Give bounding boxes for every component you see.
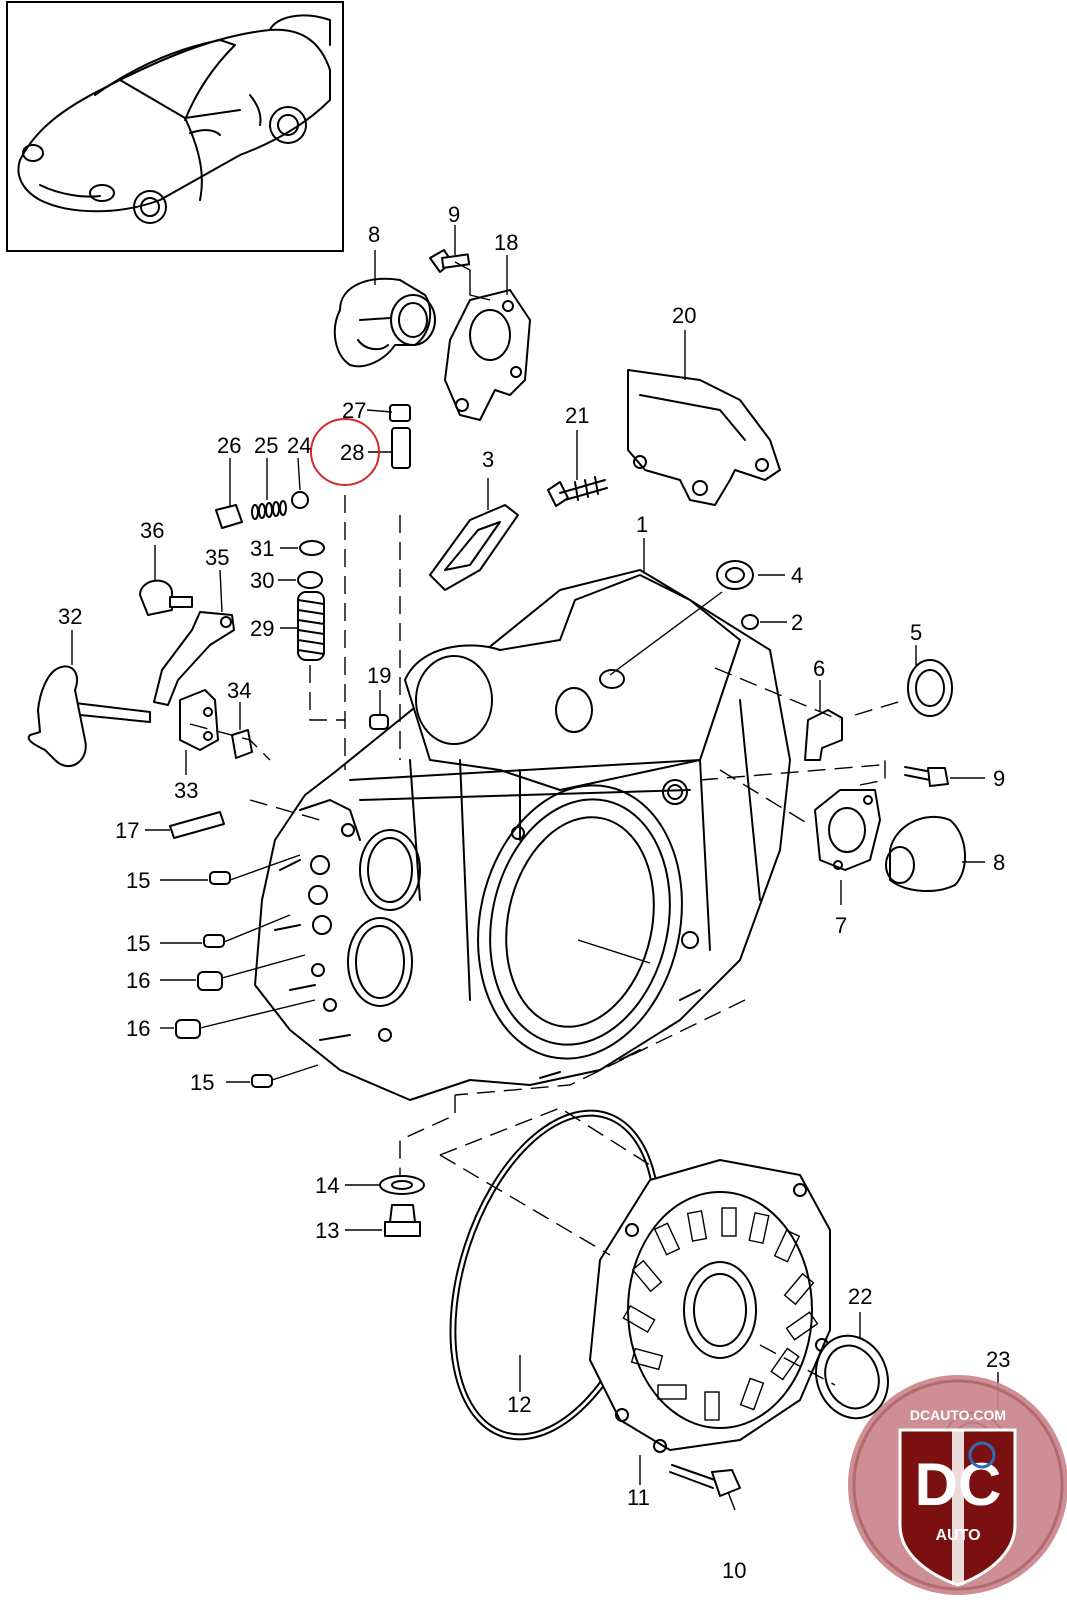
watermark-site: DCAUTO.COM xyxy=(910,1407,1006,1423)
part-label-6: 6 xyxy=(813,656,825,681)
part-label-8: 8 xyxy=(368,222,380,247)
flange-7 xyxy=(814,789,881,871)
bolt-21 xyxy=(547,476,608,507)
part-label-31: 31 xyxy=(250,536,274,561)
gasket-3 xyxy=(429,504,519,591)
washer-30 xyxy=(297,571,323,589)
washer-14 xyxy=(379,1175,425,1195)
part-label-16b: 16 xyxy=(126,1016,150,1041)
part-label-1: 1 xyxy=(636,512,648,537)
bolt-9-right xyxy=(904,766,949,787)
part-label-36: 36 xyxy=(140,518,164,543)
bracket-18 xyxy=(444,289,531,421)
watermark-monogram: DC xyxy=(915,1451,1002,1518)
part-label-35: 35 xyxy=(205,545,229,570)
part-label-20: 20 xyxy=(672,303,696,328)
part-label-30: 30 xyxy=(250,568,274,593)
heat-shield-20 xyxy=(627,369,781,506)
assembly-lines xyxy=(189,495,906,1386)
pin-28 xyxy=(391,427,411,469)
ball-24 xyxy=(291,491,309,509)
part-label-10: 10 xyxy=(722,1558,746,1583)
part-label-19: 19 xyxy=(367,663,391,688)
part-label-34: 34 xyxy=(227,678,251,703)
bellow-8-right xyxy=(885,815,967,892)
part-label-24: 24 xyxy=(287,433,311,458)
part-label-2: 2 xyxy=(791,610,803,635)
part-label-21: 21 xyxy=(565,403,589,428)
part-label-13: 13 xyxy=(315,1218,339,1243)
spring-25 xyxy=(251,500,287,520)
bolt-9-top xyxy=(429,249,471,273)
part-label-12: 12 xyxy=(507,1392,531,1417)
part-label-29: 29 xyxy=(250,616,274,641)
ring-31 xyxy=(299,540,325,556)
part-label-25: 25 xyxy=(254,433,278,458)
bellow-8-top xyxy=(333,277,436,368)
transmission-housing xyxy=(254,569,791,1101)
part-label-33: 33 xyxy=(174,778,198,803)
highlight-circle xyxy=(310,418,380,486)
part-label-8b: 8 xyxy=(993,850,1005,875)
clip-6 xyxy=(804,709,843,761)
part-labels: 1 2 3 4 5 6 7 8 8 9 9 10 11 12 13 14 15 … xyxy=(58,202,1010,1583)
bushing-16 xyxy=(175,971,223,1039)
watermark-tagline: AUTO xyxy=(935,1527,980,1544)
plug-27 xyxy=(389,404,411,422)
part-label-9: 9 xyxy=(448,202,460,227)
sleeve-19 xyxy=(369,714,389,730)
part-label-15c: 15 xyxy=(190,1070,214,1095)
grommet-4 xyxy=(716,560,754,590)
bolt-10 xyxy=(669,1464,741,1497)
part-label-28: 28 xyxy=(340,440,364,465)
dcauto-watermark: DCAUTO.COM DC AUTO xyxy=(848,1375,1067,1595)
part-label-18: 18 xyxy=(494,230,518,255)
part-label-17: 17 xyxy=(115,818,139,843)
shaft-32 xyxy=(27,665,151,767)
nut-2 xyxy=(741,614,759,630)
part-label-15b: 15 xyxy=(126,931,150,956)
part-label-27: 27 xyxy=(342,398,366,423)
part-label-9b: 9 xyxy=(993,766,1005,791)
part-label-26: 26 xyxy=(217,433,241,458)
part-label-15a: 15 xyxy=(126,868,150,893)
seal-ring xyxy=(815,1334,889,1420)
lever-35 xyxy=(153,611,235,706)
part-label-23: 23 xyxy=(986,1347,1010,1372)
part-label-22: 22 xyxy=(848,1284,872,1309)
side-cover xyxy=(449,1109,831,1453)
part-label-5: 5 xyxy=(910,620,922,645)
part-label-3: 3 xyxy=(482,447,494,472)
selector-33 xyxy=(179,689,219,751)
clip-34 xyxy=(231,729,253,759)
vehicle-thumbnail xyxy=(6,1,344,252)
part-label-16a: 16 xyxy=(126,968,150,993)
pin-15 xyxy=(203,871,273,1088)
part-label-14: 14 xyxy=(315,1173,339,1198)
part-label-4: 4 xyxy=(791,563,803,588)
part-label-32: 32 xyxy=(58,604,82,629)
part-36 xyxy=(139,579,193,616)
stud-17 xyxy=(169,811,225,839)
seal-5 xyxy=(907,659,953,717)
part-label-11: 11 xyxy=(627,1485,650,1510)
spring-29 xyxy=(297,591,325,661)
part-label-7: 7 xyxy=(835,913,847,938)
plug-26 xyxy=(215,504,243,529)
plug-13 xyxy=(384,1204,421,1237)
